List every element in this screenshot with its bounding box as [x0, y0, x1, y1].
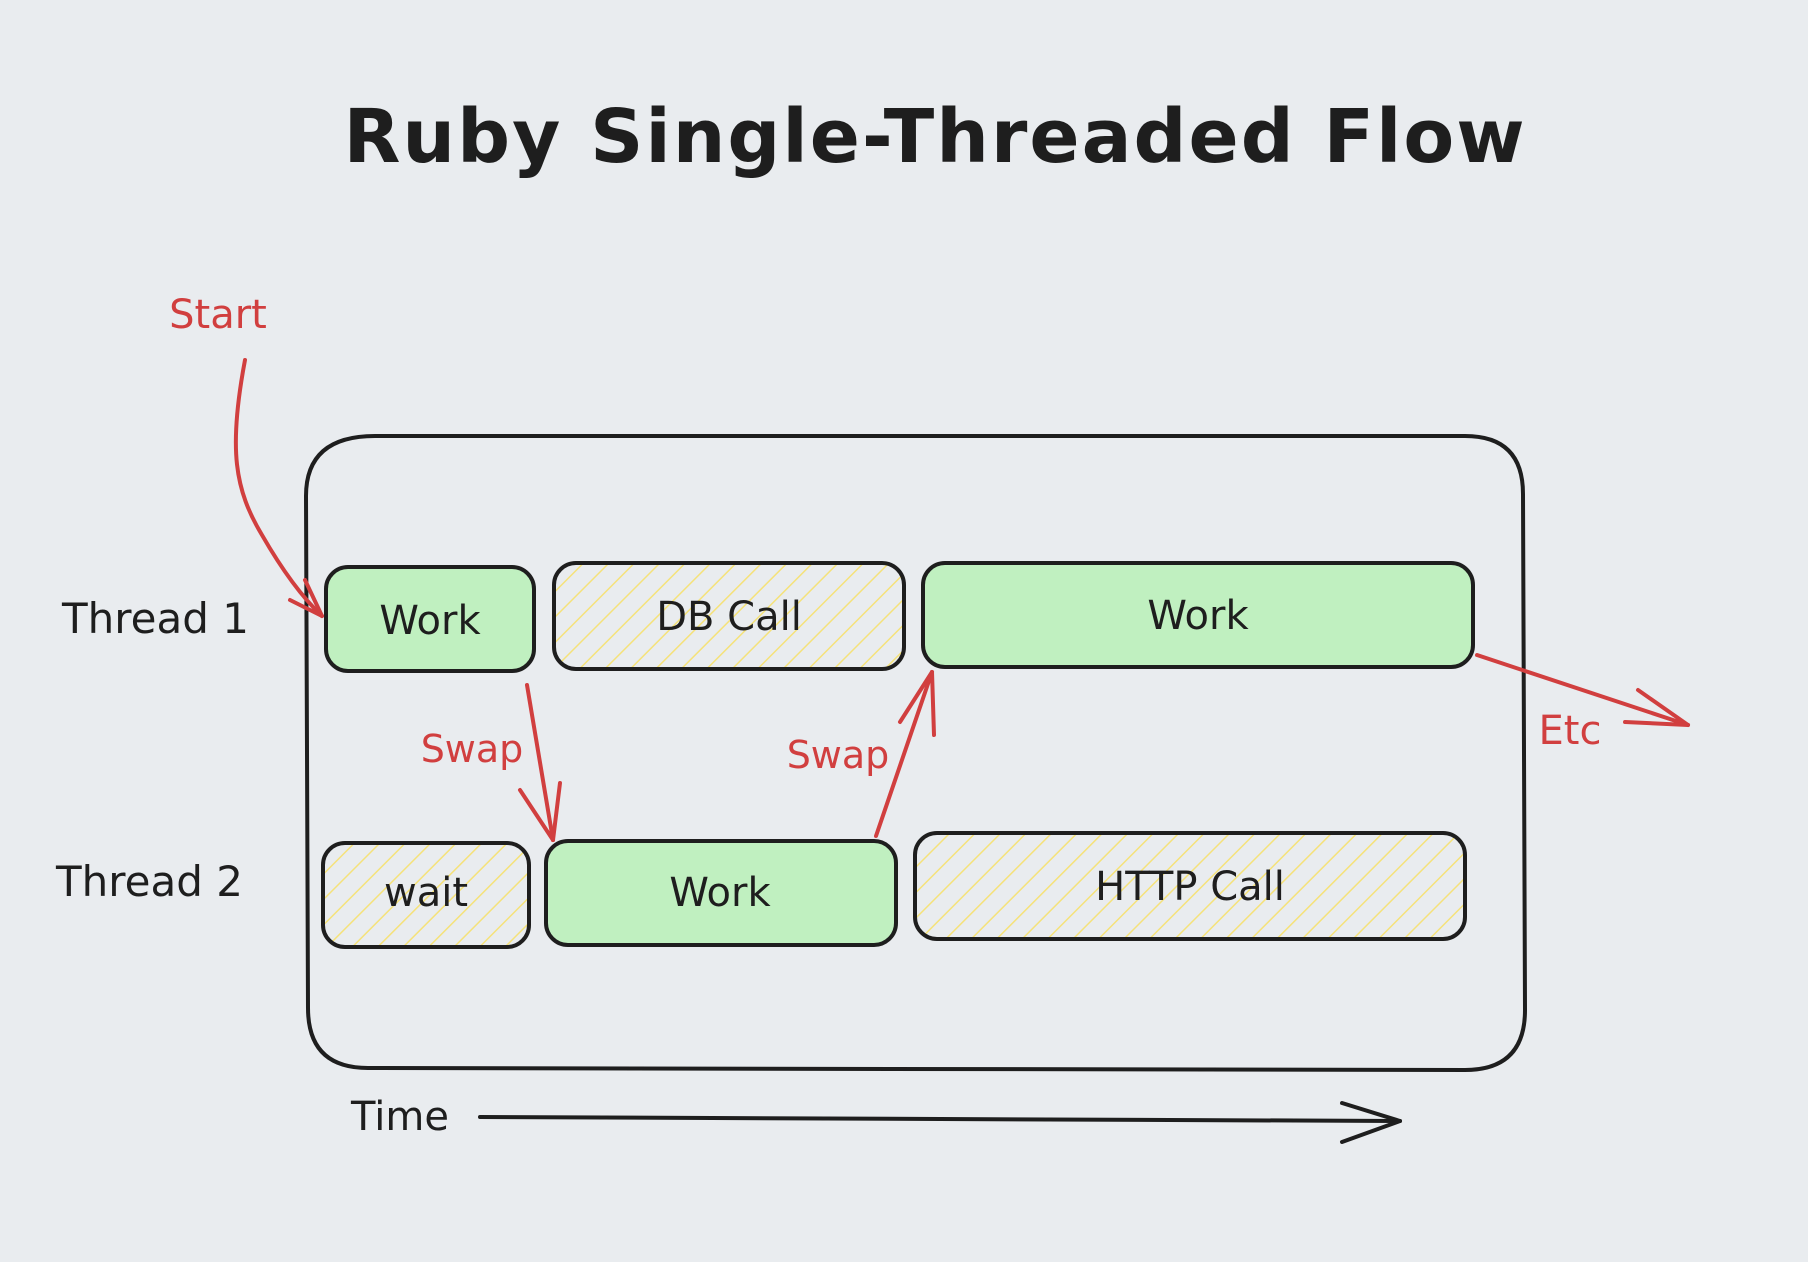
t1-work-block-2: Work: [921, 561, 1475, 669]
block-label: wait: [384, 870, 468, 916]
start-label: Start: [169, 292, 267, 338]
t2-wait-block: wait: [321, 841, 531, 949]
etc-arrow: [1475, 653, 1690, 727]
block-label: Work: [669, 870, 771, 916]
t1-work-block-1: Work: [324, 565, 536, 673]
block-label: DB Call: [656, 594, 802, 640]
block-label: HTTP Call: [1095, 864, 1285, 910]
thread-2-label: Thread 2: [55, 857, 243, 906]
block-label: Work: [1147, 593, 1249, 639]
swap-1-label: Swap: [421, 727, 524, 771]
etc-label: Etc: [1539, 708, 1602, 754]
start-arrow: [233, 358, 324, 618]
time-axis-label: Time: [350, 1094, 449, 1140]
t2-http-call-block: HTTP Call: [913, 831, 1467, 941]
thread-1-label: Thread 1: [61, 594, 249, 643]
block-label: Work: [379, 598, 481, 644]
process-container: [303, 434, 1528, 1073]
t1-db-call-block: DB Call: [552, 561, 906, 671]
swap-2-label: Swap: [787, 733, 890, 777]
t2-work-block: Work: [544, 839, 898, 947]
swap-1-arrow: [518, 683, 562, 842]
diagram-title: Ruby Single-Threaded Flow: [343, 94, 1526, 180]
time-axis-arrow: [478, 1101, 1402, 1144]
swap-2-arrow: [874, 670, 936, 838]
